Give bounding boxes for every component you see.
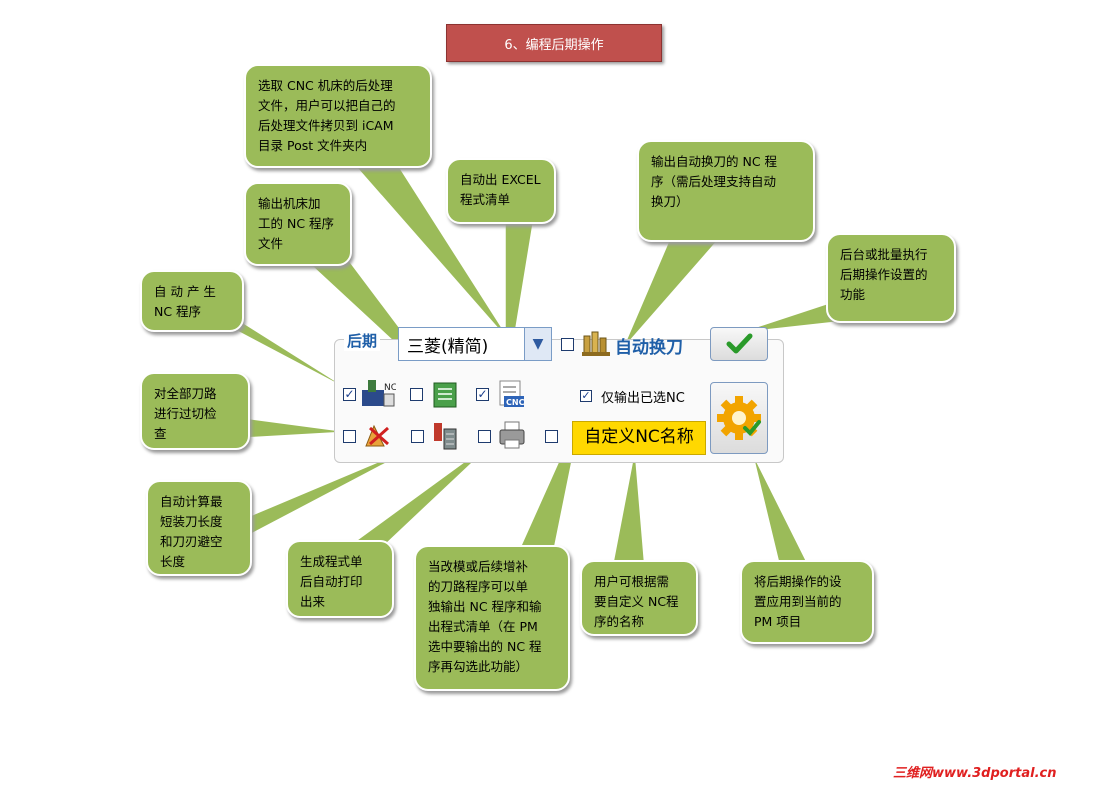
only-selected-label: 仅输出已选NC xyxy=(601,391,685,406)
post-processor-select[interactable]: 三菱(精简) ▼ xyxy=(398,327,552,361)
tool-rack-icon xyxy=(582,331,610,356)
excel-checkbox[interactable]: ✓ xyxy=(476,387,489,401)
tool-length-checkbox[interactable] xyxy=(411,430,424,443)
page-title: 6、编程后期操作 xyxy=(446,24,662,62)
callout-background: 后台或批量执行后期操作设置的功能 xyxy=(826,233,956,323)
overcut-check-icon xyxy=(365,424,389,447)
svg-text:NC: NC xyxy=(384,383,396,393)
tool-length-icon xyxy=(434,423,457,450)
excel-list-icon: CNC xyxy=(499,380,525,407)
callout-overcut: 对全部刀路进行过切检查 xyxy=(140,372,250,450)
svg-text:CNC: CNC xyxy=(506,398,525,407)
tail-apply xyxy=(751,451,812,569)
nc-file-icon xyxy=(433,382,457,408)
gear-icon xyxy=(717,396,761,440)
callout-custom-name: 用户可根据需要自定义 NC程序的名称 xyxy=(580,560,698,636)
callout-selected-only: 当改模或后续增补的刀路程序可以单 独输出 NC 程序和输出程式清单（在 PM 选… xyxy=(414,545,570,691)
apply-settings-button[interactable] xyxy=(710,382,768,454)
post-label: 后期 xyxy=(344,330,381,351)
custom-nc-name-button[interactable]: 自定义NC名称 xyxy=(572,421,706,455)
only-selected-checkbox[interactable]: ✓ xyxy=(580,389,592,402)
callout-tool-length: 自动计算最短装刀长度 和刀刃避空长度 xyxy=(146,480,252,576)
watermark: 三维网www.3dportal.cn xyxy=(893,766,1057,781)
overcut-check-checkbox[interactable] xyxy=(343,430,356,443)
auto-tool-change-label: 自动换刀 xyxy=(615,338,683,358)
checkmark-icon xyxy=(726,333,753,354)
callout-nc-file: 输出机床加工的 NC 程序文件 xyxy=(244,182,352,266)
callout-auto-tool-change: 输出自动换刀的 NC 程序（需后处理支持自动换刀） xyxy=(637,140,815,242)
chevron-down-icon[interactable]: ▼ xyxy=(524,328,551,360)
custom-name-checkbox[interactable] xyxy=(545,430,558,443)
tail-custom xyxy=(611,447,646,569)
execute-button[interactable] xyxy=(710,327,768,361)
post-processor-value: 三菱(精简) xyxy=(407,337,489,357)
nc-file-checkbox[interactable] xyxy=(410,388,423,401)
callout-print: 生成程式单后自动打印出来 xyxy=(286,540,394,618)
printer-icon xyxy=(499,421,525,449)
auto-tool-change-checkbox[interactable] xyxy=(561,338,574,351)
nc-machine-icon: NC xyxy=(362,380,396,407)
auto-nc-checkbox[interactable]: ✓ xyxy=(343,387,356,401)
print-checkbox[interactable] xyxy=(478,430,491,443)
